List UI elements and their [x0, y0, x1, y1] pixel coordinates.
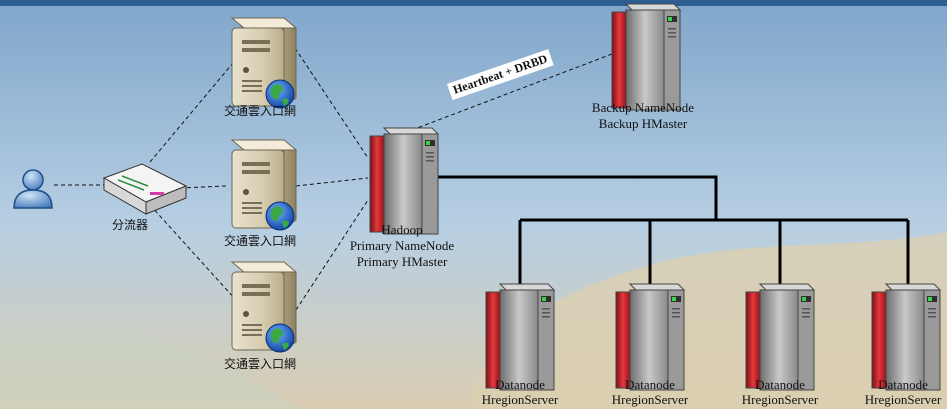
portal-server-icon-2: [231, 139, 297, 231]
primary-label-line2: Primary NameNode: [349, 238, 455, 253]
portal-label-1: 交通雲入口網: [223, 104, 297, 118]
user-icon: [13, 169, 53, 209]
portal-server-icon-3: [231, 261, 297, 353]
primary-label-line3: Primary HMaster: [356, 254, 448, 269]
datanode-3-line1: Datanode: [755, 377, 805, 392]
datanode-4-line1: Datanode: [878, 377, 928, 392]
backup-label-line1: Backup NameNode: [591, 100, 695, 115]
portal-server-icon-1: [231, 17, 297, 109]
background-land: [470, 232, 947, 409]
primary-namenode-server-icon: [369, 127, 439, 235]
datanode-1-line1: Datanode: [495, 377, 545, 392]
datanode-server-icon-4: [871, 283, 941, 391]
backup-label-line2: Backup HMaster: [598, 116, 688, 131]
backup-namenode-server-icon: [611, 3, 681, 111]
datanode-1-line2: HregionServer: [481, 392, 559, 407]
background-land-2: [0, 321, 300, 409]
datanode-server-icon-2: [615, 283, 685, 391]
primary-label-line1: Hadoop: [381, 222, 423, 237]
datanode-2-line1: Datanode: [625, 377, 675, 392]
splitter-router-icon: [102, 163, 188, 215]
datanode-4-line2: HregionServer: [864, 392, 942, 407]
datanode-server-icon-1: [485, 283, 555, 391]
datanode-server-icon-3: [745, 283, 815, 391]
datanode-2-line2: HregionServer: [611, 392, 689, 407]
datanode-3-line2: HregionServer: [741, 392, 819, 407]
cluster-bus: [436, 175, 910, 290]
splitter-label: 分流器: [111, 218, 149, 232]
top-bar: [0, 0, 947, 6]
dashed-links: [54, 47, 613, 311]
portal-label-2: 交通雲入口網: [223, 234, 297, 248]
portal-label-3: 交通雲入口網: [223, 357, 297, 371]
